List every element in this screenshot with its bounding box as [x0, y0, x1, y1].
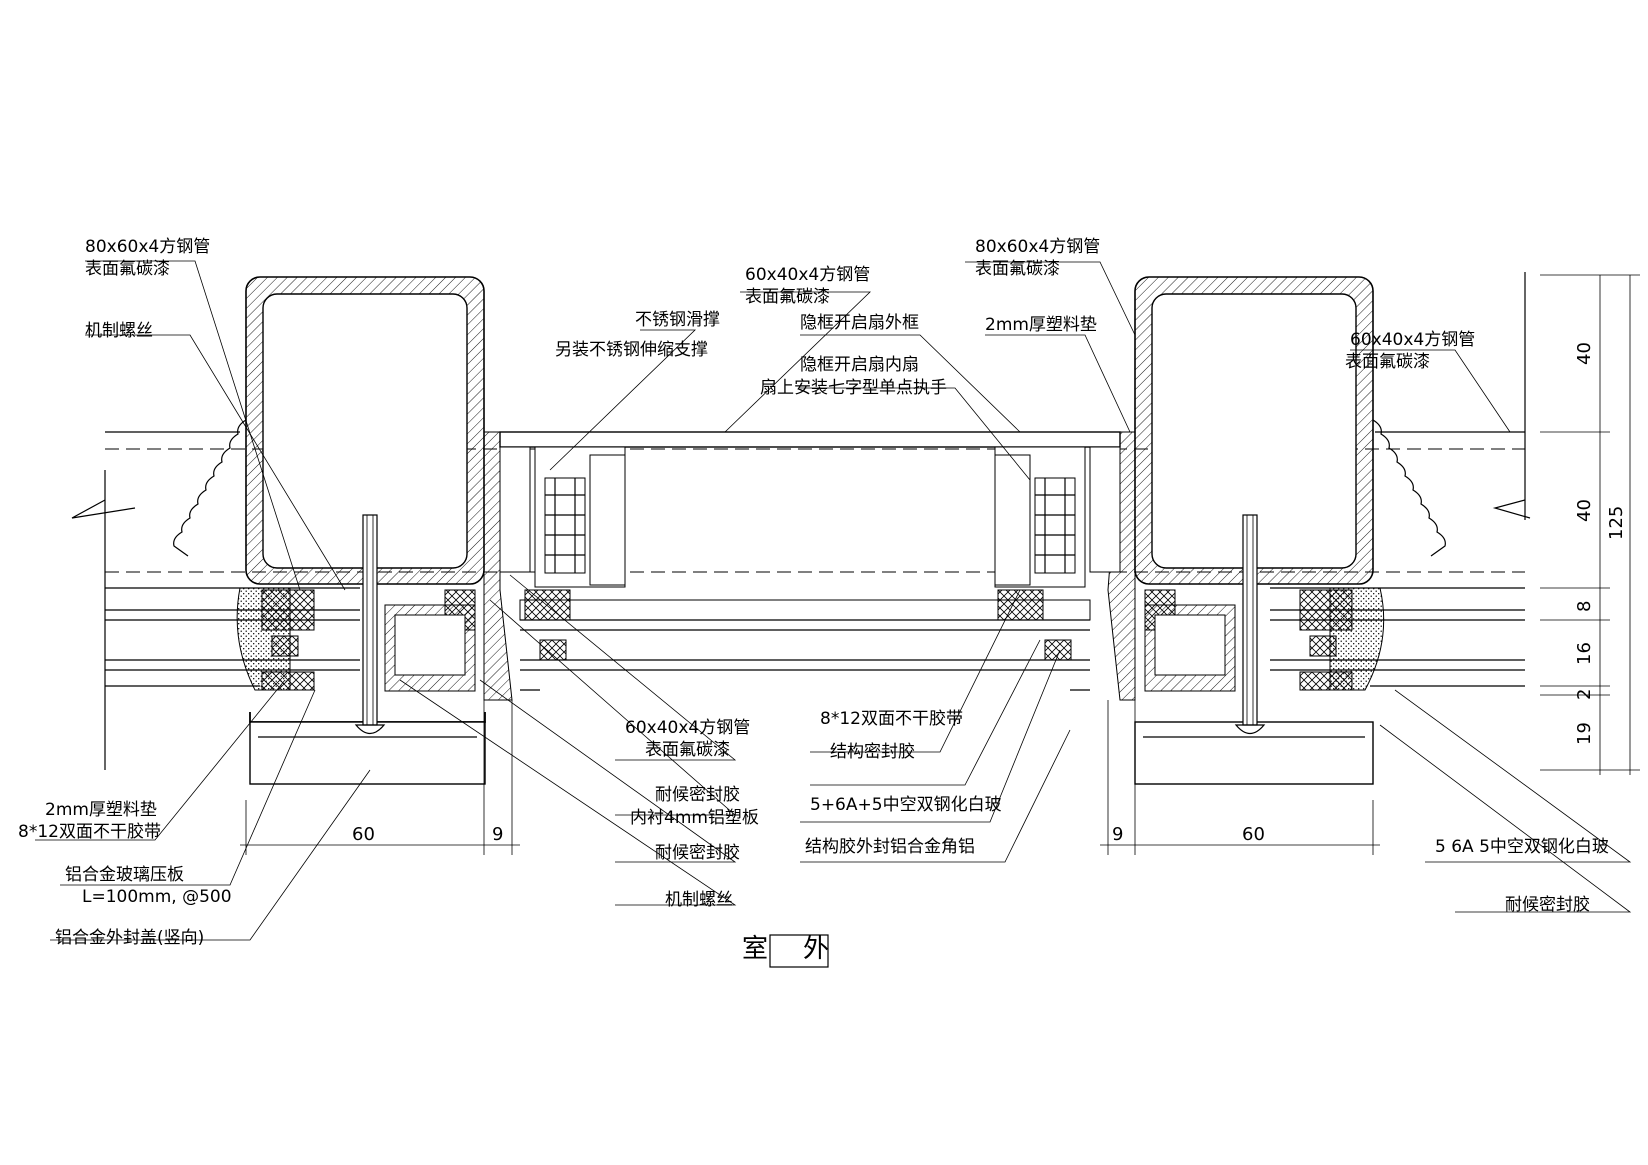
dim-width-right: 60 — [1242, 824, 1265, 845]
label-bottom-tube-1: 60x40x4方钢管 — [625, 718, 750, 738]
dim-v-8: 8 — [1574, 601, 1595, 612]
label-glass-right: 5 6A 5中空双钢化白玻 — [1435, 837, 1609, 857]
leader-lines — [35, 260, 1632, 941]
label-weather-seal-right: 耐候密封胶 — [1505, 895, 1590, 915]
label-pressure-plate-2: L=100mm, @500 — [82, 887, 232, 907]
sealant-blocks — [261, 589, 1353, 691]
label-outer-frame: 隐框开启扇外框 — [800, 313, 919, 333]
dim-gap-right: 9 — [1112, 824, 1123, 845]
label-weather-seal-2: 内衬4mm铝塑板 — [630, 808, 759, 828]
label-stainless-1: 不锈钢滑撑 — [635, 310, 720, 330]
dim-v-40-top: 40 — [1574, 342, 1595, 365]
label-plastic-pad-right: 2mm厚塑料垫 — [985, 315, 1097, 335]
left-steel-tube — [173, 276, 485, 585]
dim-v-16: 16 — [1574, 642, 1595, 665]
label-tube-far-right-1: 60x40x4方钢管 — [1350, 330, 1475, 350]
label-center-tube-1: 60x40x4方钢管 — [745, 265, 870, 285]
label-inner-sash-2: 扇上安装七字型单点执手 — [760, 378, 947, 398]
label-indoor: 室 — [742, 934, 768, 964]
label-plastic-pad-left-1: 2mm厚塑料垫 — [45, 800, 157, 820]
label-struct-corner: 结构胶外封铝合金角铝 — [805, 837, 975, 857]
label-machine-screw-bottom: 机制螺丝 — [665, 890, 733, 910]
label-cover-cap: 铝合金外封盖(竖向) — [55, 928, 204, 948]
label-glass-center: 5+6A+5中空双钢化白玻 — [810, 795, 1002, 815]
label-bottom-tube-2: 表面氟碳漆 — [645, 740, 730, 760]
right-steel-tube — [1134, 276, 1446, 585]
dim-v-2: 2 — [1574, 689, 1595, 700]
label-machine-screw-top: 机制螺丝 — [85, 321, 153, 341]
label-weather-seal-1: 耐候密封胶 — [655, 785, 740, 805]
dim-v-125: 125 — [1606, 506, 1627, 540]
label-tube-far-right-2: 表面氟碳漆 — [1345, 352, 1430, 372]
annotation-labels: 80x60x4方钢管 表面氟碳漆 机制螺丝 60x40x4方钢管 表面氟碳漆 不… — [18, 237, 1609, 948]
label-steel-tube-left-1: 80x60x4方钢管 — [85, 237, 210, 257]
center-opening-sash — [499, 431, 1121, 691]
label-weather-seal-3: 耐候密封胶 — [655, 843, 740, 863]
label-plastic-pad-left-2: 8*12双面不干胶带 — [18, 822, 161, 842]
dim-width-left: 60 — [352, 824, 375, 845]
dimension-texts: 60 9 9 60 40 40 125 8 16 2 19 — [352, 342, 1627, 845]
right-aluminium-profile — [1134, 514, 1374, 785]
label-tape-center: 8*12双面不干胶带 — [820, 709, 963, 729]
right-hinge-stay — [1034, 477, 1076, 574]
label-inner-sash-1: 隐框开启扇内扇 — [800, 355, 919, 375]
label-steel-tube-right-2: 表面氟碳漆 — [975, 259, 1060, 279]
dim-gap-left: 9 — [492, 824, 503, 845]
label-struct-sealant: 结构密封胶 — [830, 742, 915, 762]
dim-v-19: 19 — [1574, 722, 1595, 745]
label-stainless-2: 另装不锈钢伸缩支撑 — [555, 340, 708, 360]
dim-v-40-mid: 40 — [1574, 499, 1595, 522]
dimension-lines — [240, 274, 1640, 855]
left-hinge-stay — [544, 477, 586, 574]
label-steel-tube-left-2: 表面氟碳漆 — [85, 259, 170, 279]
label-center-tube-2: 表面氟碳漆 — [745, 287, 830, 307]
label-pressure-plate-1: 铝合金玻璃压板 — [65, 865, 184, 885]
indoor-outdoor-marker: 室 外 — [742, 934, 829, 968]
label-steel-tube-right-1: 80x60x4方钢管 — [975, 237, 1100, 257]
label-outdoor: 外 — [803, 934, 829, 964]
